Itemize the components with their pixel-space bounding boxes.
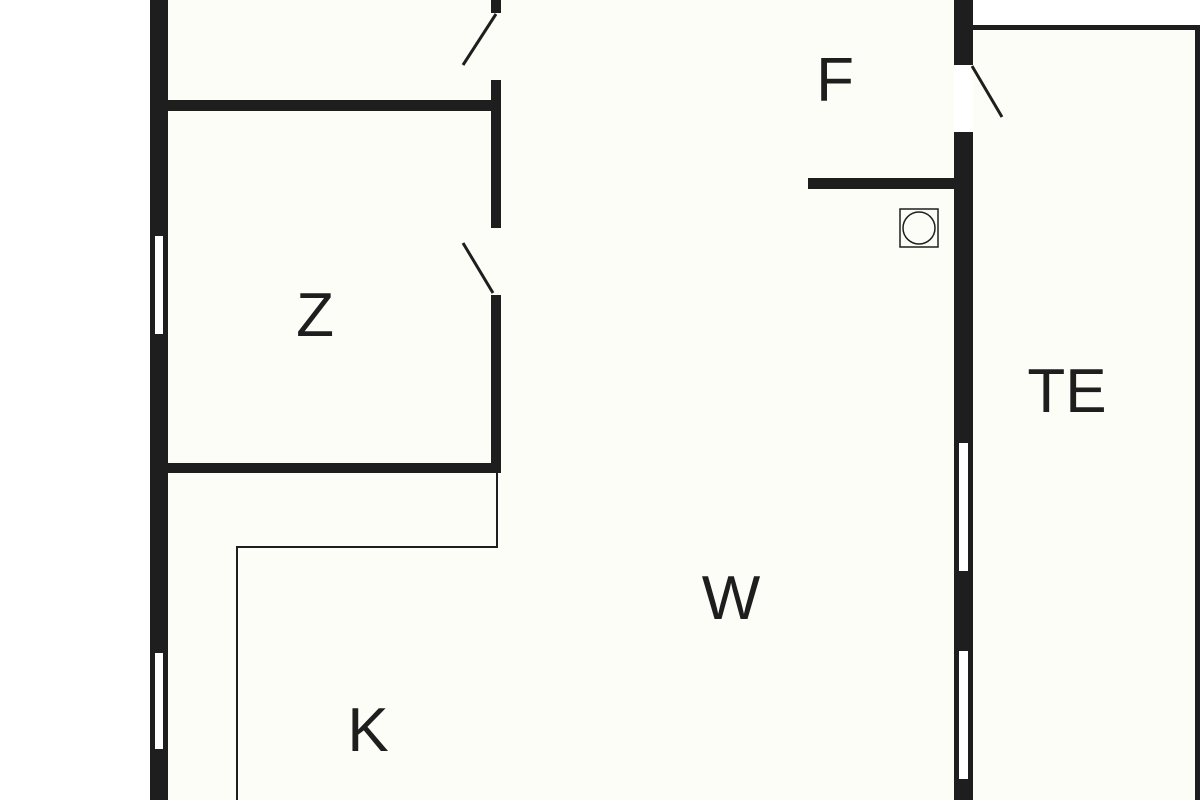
room-label-w: W — [701, 564, 761, 633]
wall-z-mid-segment — [491, 80, 501, 228]
door-swing-top-room — [461, 13, 498, 66]
wall-top-room-bottom — [168, 100, 501, 111]
door-swing-f — [970, 65, 1004, 118]
drain-icon — [899, 208, 939, 248]
outer-wall-left — [150, 0, 168, 800]
outer-wall-right-top — [954, 0, 973, 65]
window-left-lower — [153, 651, 165, 751]
terrace-right-line — [1195, 25, 1200, 800]
kitchen-counter-outline — [236, 473, 498, 800]
room-label-z: Z — [296, 281, 334, 350]
wall-z-bottom — [168, 463, 501, 473]
floor-area — [168, 0, 954, 800]
door-swing-z — [461, 242, 495, 294]
wall-f-bottom — [808, 178, 954, 189]
terrace-area — [973, 30, 1195, 800]
window-right-lower — [957, 649, 970, 781]
room-label-f: F — [816, 46, 854, 115]
wall-z-low-segment — [491, 295, 501, 473]
terrace-top-line — [973, 25, 1200, 30]
room-label-k: K — [347, 696, 389, 765]
window-left-upper — [153, 234, 165, 336]
room-label-te: TE — [1027, 357, 1107, 426]
wall-z-top-segment — [491, 0, 501, 13]
window-right-upper — [957, 441, 970, 573]
